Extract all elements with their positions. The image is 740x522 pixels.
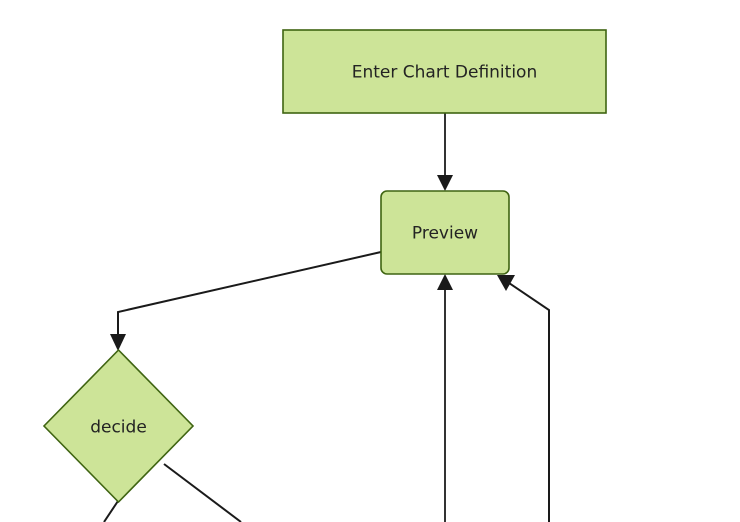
arrow-head-up-left-icon <box>497 275 515 291</box>
edge-bottom-vertical-to-preview <box>437 274 453 522</box>
arrow-head-down-icon <box>437 175 453 191</box>
node-layer: Enter Chart Definition Preview decide <box>42 29 607 504</box>
edge-layer <box>103 113 550 522</box>
edge-bottom-right-to-preview <box>497 275 550 522</box>
edge-preview-to-decide-line <box>117 251 382 342</box>
edge-bottom-right-line <box>505 280 550 522</box>
node-preview-shape[interactable] <box>380 190 510 275</box>
edge-decide-right-line <box>163 463 242 522</box>
edge-preview-to-decide <box>110 251 382 351</box>
node-enter-chart-definition[interactable]: Enter Chart Definition <box>282 29 607 114</box>
edge-enter-to-preview <box>437 113 453 191</box>
node-enter-chart-definition-shape[interactable] <box>282 29 607 114</box>
node-decide-shape[interactable] <box>42 348 195 504</box>
edge-decide-bottom-out <box>103 500 119 522</box>
node-decide[interactable]: decide <box>42 348 195 504</box>
edge-decide-right-out <box>163 463 242 522</box>
arrow-head-up-icon <box>437 274 453 290</box>
edge-decide-bottom-line <box>103 500 119 522</box>
arrow-head-down-icon <box>110 334 126 351</box>
node-preview[interactable]: Preview <box>380 190 510 275</box>
